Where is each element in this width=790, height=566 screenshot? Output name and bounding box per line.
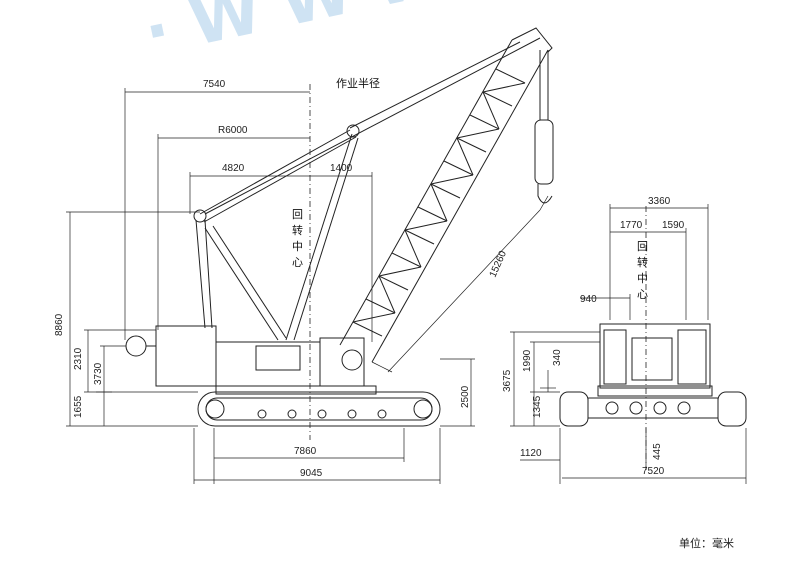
- rear-view: [559, 323, 747, 427]
- dim-3730: 3730: [93, 362, 104, 385]
- dim-2310: 2310: [73, 347, 84, 370]
- side-dimension-lines: [66, 88, 549, 484]
- work-radius-label: 作业半径: [336, 76, 380, 90]
- rear-hook-block: [125, 335, 147, 357]
- svg-text:中: 中: [292, 240, 303, 253]
- svg-text:回: 回: [292, 208, 303, 221]
- svg-text:中: 中: [637, 272, 648, 285]
- rear-upper-body: [599, 323, 711, 389]
- hook-block: [534, 119, 554, 185]
- rear-right-track: [717, 391, 747, 427]
- dim-7520: 7520: [642, 466, 665, 477]
- counterweight: [155, 325, 217, 387]
- dim-445: 445: [652, 443, 663, 460]
- mast-top-sheave: [346, 124, 360, 138]
- rear-dimension-lines: [510, 204, 747, 484]
- dim-15260: 15260: [488, 249, 510, 279]
- upper-frame: [215, 341, 321, 387]
- dim-1120: 1120: [520, 448, 542, 459]
- dim-3360: 3360: [648, 196, 671, 207]
- crawler-track: [197, 391, 441, 427]
- dim-1400: 1400: [330, 163, 353, 174]
- svg-text:心: 心: [637, 288, 648, 301]
- watermark: · W W W . I: [138, 0, 540, 71]
- dim-1655: 1655: [73, 395, 84, 418]
- turntable: [215, 385, 377, 395]
- svg-text:转: 转: [637, 255, 648, 269]
- dim-1990: 1990: [522, 349, 533, 372]
- rear-left-track: [559, 391, 589, 427]
- boom-pendant: [204, 37, 541, 215]
- gantry-leg: [195, 219, 206, 329]
- dim-9045: 9045: [300, 468, 323, 479]
- dim-8860: 8860: [54, 313, 65, 336]
- engine-cover: [255, 345, 301, 371]
- svg-text:· W W W . I: · W W W . I: [138, 0, 540, 71]
- gantry-strut: [204, 227, 279, 341]
- dim-7860: 7860: [294, 446, 317, 457]
- mast: [199, 129, 351, 215]
- side-view: [125, 27, 554, 427]
- side-dimension-texts: 7540 R6000 4820 1400 8860 2310 3730 1655…: [54, 79, 509, 479]
- boom-foot-pin: [341, 349, 363, 371]
- svg-text:转: 转: [292, 223, 303, 237]
- dim-1590: 1590: [662, 220, 685, 231]
- dim-1345: 1345: [532, 395, 543, 418]
- slew-center-lines: [309, 84, 647, 470]
- backstop: [285, 133, 353, 341]
- svg-text:心: 心: [292, 256, 303, 269]
- boom-head: [511, 27, 553, 53]
- dim-940: 940: [580, 294, 597, 305]
- dim-2500: 2500: [460, 385, 471, 408]
- mast-head: [193, 209, 207, 223]
- dim-r6000: R6000: [218, 125, 248, 136]
- dim-1770: 1770: [620, 220, 643, 231]
- svg-text:回: 回: [637, 240, 648, 253]
- dim-7540: 7540: [203, 79, 226, 90]
- unit-label: 单位：毫米: [679, 537, 734, 550]
- dim-340: 340: [552, 349, 563, 366]
- hook: [537, 184, 553, 204]
- rear-dimension-texts: 3360 1770 1590 940 3675 1990 340 1345 11…: [502, 196, 685, 477]
- rear-carbody: [587, 397, 719, 419]
- track-rollers: [205, 399, 433, 419]
- slew-center-label: 回 转 中 心: [292, 208, 303, 269]
- dim-3675: 3675: [502, 369, 513, 392]
- lattice-boom: [339, 39, 549, 363]
- slew-center-rear-label: 回 转 中 心: [637, 240, 648, 301]
- dim-4820: 4820: [222, 163, 245, 174]
